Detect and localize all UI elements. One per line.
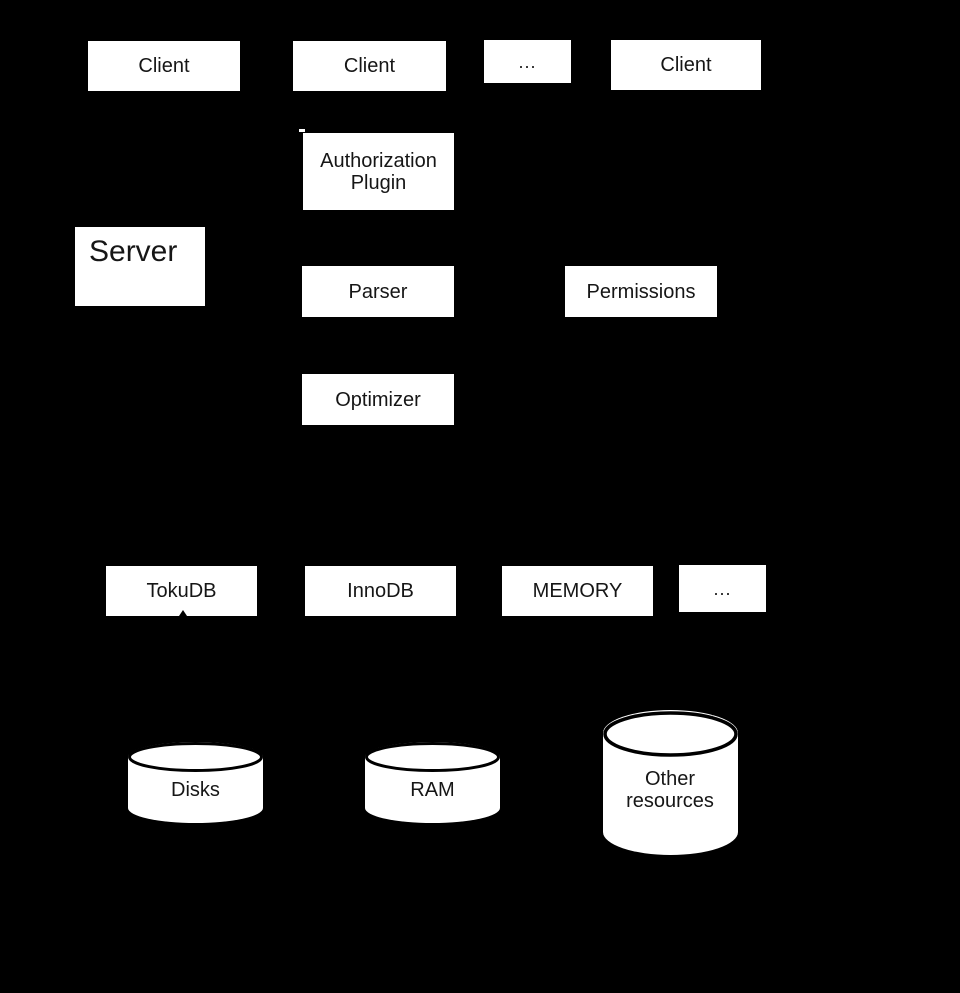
node-client-2: Client (293, 41, 446, 91)
node-tokudb: TokuDB (106, 566, 257, 616)
node-parser: Parser (302, 266, 454, 317)
disks-cylinder: Disks (128, 742, 263, 823)
arrow-remnant-artifact (299, 129, 305, 132)
node-client-3: Client (611, 40, 761, 90)
ram-cylinder: RAM (365, 742, 500, 823)
cylinder-shape-icon (603, 710, 738, 855)
other-resources-cylinder: Other resources (603, 710, 738, 855)
node-optimizer: Optimizer (302, 374, 454, 425)
ram-label: RAM (410, 778, 455, 801)
node-server: Server (75, 227, 205, 306)
cylinder-shape-icon (365, 742, 500, 823)
disks-label: Disks (171, 778, 220, 801)
node-engines-ellipsis: ... (679, 565, 766, 612)
node-memory: MEMORY (502, 566, 653, 616)
cylinder-shape-icon (128, 742, 263, 823)
node-permissions: Permissions (565, 266, 717, 317)
node-authorization-plugin: Authorization Plugin (303, 133, 454, 210)
node-client-1: Client (88, 41, 240, 91)
node-innodb: InnoDB (305, 566, 456, 616)
arrowhead-artifact (179, 610, 187, 616)
other-resources-label: Other resources (626, 767, 714, 812)
node-clients-ellipsis: ... (484, 40, 571, 83)
